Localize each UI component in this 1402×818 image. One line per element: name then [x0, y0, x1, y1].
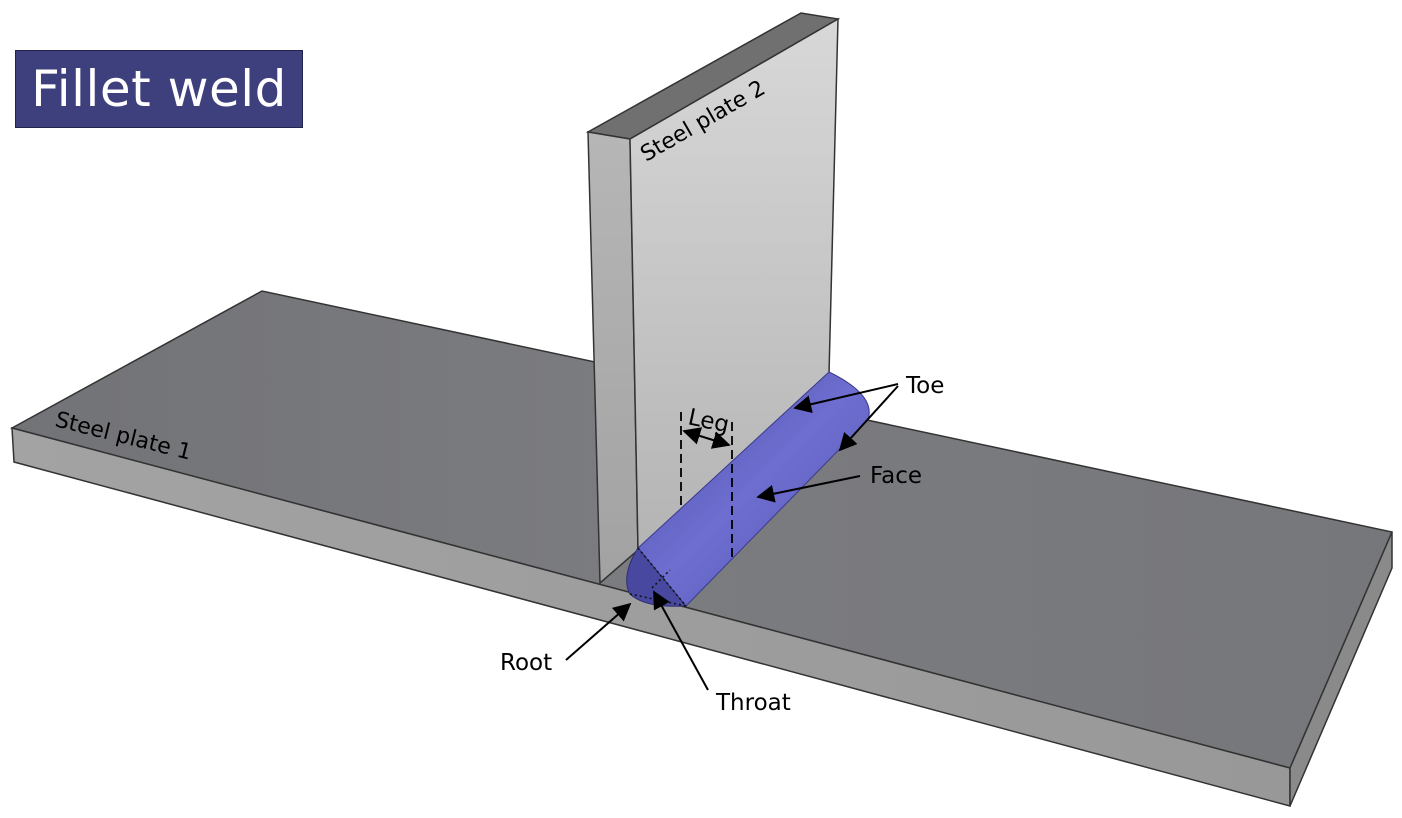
throat-arrow [653, 590, 709, 691]
face-label: Face [870, 463, 922, 489]
steel-plate-2 [585, 12, 841, 585]
root-label: Root [500, 650, 552, 676]
toe-label: Toe [905, 373, 944, 399]
diagram-title: Fillet weld [31, 60, 287, 118]
toe-arrow-upper [793, 383, 899, 414]
diagram-title-box: Fillet weld [15, 50, 303, 128]
plate1-right-face [1289, 531, 1393, 807]
leader-arrows [565, 383, 899, 691]
face-arrow [756, 475, 861, 503]
leg-arrow [682, 427, 731, 449]
leg-dimension [680, 412, 733, 562]
toe-arrow-lower [838, 385, 899, 452]
throat-label: Throat [715, 690, 791, 716]
root-arrow [565, 602, 632, 661]
throat-dotted-line-2 [651, 569, 671, 589]
